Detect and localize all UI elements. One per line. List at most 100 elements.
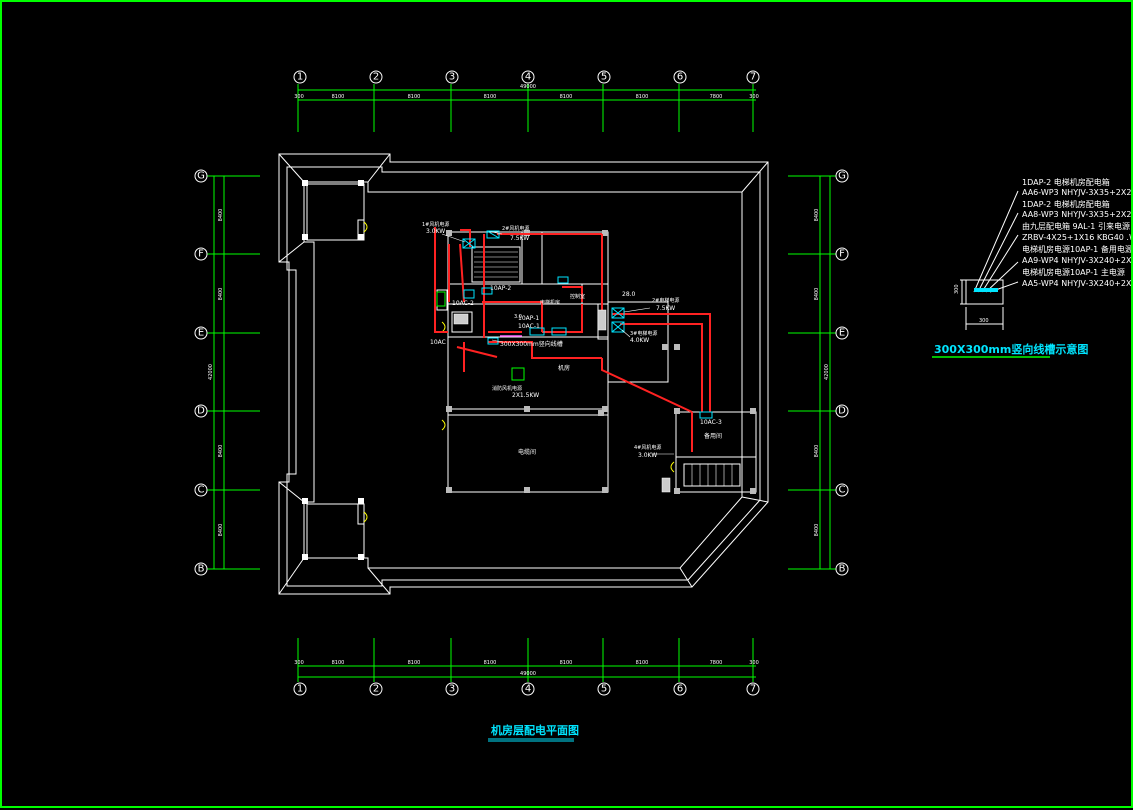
legend-line-2: 1DAP-2 电梯机房配电箱 [1022, 199, 1110, 209]
left-total: 42000 [208, 364, 214, 380]
load-name-2: 2#风机电源 [502, 225, 529, 232]
load-name-3: 2#电梯电源 [652, 297, 679, 304]
axis-row-e: E [198, 328, 204, 339]
top-axis [297, 84, 756, 132]
load-kw-4: 4.0KW [630, 337, 649, 344]
top-span-4: 8100 [560, 94, 573, 100]
load-name-6: 消防风机电源 [492, 385, 522, 392]
right-total: 42000 [824, 364, 830, 380]
leader-lines [441, 231, 674, 455]
legend-schematic [960, 190, 1019, 330]
axis-col-4: 4 [525, 72, 531, 83]
legend-line-9: AA5-WP4 NHYJV-3X240+2X120 [1022, 279, 1131, 288]
legend-title: 300X300mm竖向线槽示意图 [934, 342, 1088, 356]
bottom-total-dim: 49000 [520, 671, 536, 677]
left-axis-bubbles [194, 169, 208, 576]
axis-col-1-bottom: 1 [297, 684, 303, 695]
axis-row-d: D [197, 406, 205, 417]
ref-label-1: 28.0 [622, 291, 636, 298]
axis-row-b-right: B [839, 564, 846, 575]
equipment-green [436, 291, 525, 381]
room-label-control: 控制室 [570, 293, 585, 300]
ref-label-2: 3.0 [514, 314, 522, 320]
axis-row-f-right: F [839, 249, 845, 260]
legend-line-8: 电梯机房电源10AP-1 主电源 [1022, 267, 1125, 277]
power-wiring [434, 227, 711, 452]
axis-row-b: B [198, 564, 205, 575]
stair-treads [474, 251, 733, 486]
top-span-2: 8100 [408, 94, 421, 100]
top-span-3: 8100 [484, 94, 497, 100]
legend-line-6: 电梯机房电源10AP-1 备用电源 [1022, 244, 1131, 254]
bottom-span-2: 8100 [408, 660, 421, 666]
axis-col-3: 3 [449, 72, 455, 83]
legend-line-4: 由九层配电箱 9AL-1 引来电源 [1022, 221, 1130, 231]
panel-blocks [453, 309, 671, 493]
legend-tray-bar [974, 288, 998, 292]
legend-line-1: AA6-WP3 NHYJV-3X35+2X25 [1022, 188, 1131, 197]
room-label-cable: 电缆间 [518, 448, 536, 456]
top-axis-bubbles [293, 70, 760, 84]
load-kw-3: 7.5KW [656, 305, 675, 312]
panel-label-10ac-1: 10AC-1 [518, 323, 540, 330]
bottom-span-7: 300 [749, 660, 759, 666]
right-axis [788, 175, 838, 570]
bottom-span-6: 7800 [710, 660, 723, 666]
load-kw-2: 7.5KW [510, 235, 529, 242]
legend-line-0: 1DAP-2 电梯机房配电箱 [1022, 177, 1110, 187]
panel-label-10ac-2: 10AC-2 [452, 300, 474, 307]
right-span-3: 8400 [814, 445, 820, 458]
room-label-spare: 备用间 [704, 432, 722, 440]
axis-col-2-bottom: 2 [373, 684, 379, 695]
left-span-4: 8400 [218, 524, 224, 537]
axis-col-4-bottom: 4 [525, 684, 531, 695]
axis-col-5: 5 [601, 72, 607, 83]
axis-col-6-bottom: 6 [677, 684, 683, 695]
axis-col-7-bottom: 7 [750, 684, 756, 695]
right-span-4: 8400 [814, 524, 820, 537]
axis-row-d-right: D [838, 406, 846, 417]
left-span-2: 8400 [218, 288, 224, 301]
panel-label-10ap-2: 10AP-2 [490, 285, 511, 292]
legend-line-7: AA9-WP4 NHYJV-3X240+2X120 [1022, 256, 1131, 265]
top-span-5: 8100 [636, 94, 649, 100]
bottom-span-0: 300 [294, 660, 304, 666]
bottom-span-4: 8100 [560, 660, 573, 666]
bottom-span-1: 8100 [332, 660, 345, 666]
top-total-dim: 49000 [520, 84, 536, 90]
cable-tray-label: 300X300mm竖向线槽 [500, 340, 563, 348]
load-name-4: 3#电梯电源 [630, 330, 657, 337]
axis-col-1: 1 [297, 72, 303, 83]
bottom-span-5: 8100 [636, 660, 649, 666]
legend-line-5: ZRBV-4X25+1X16 KBG40 .WS [1022, 233, 1131, 242]
top-span-6: 7800 [710, 94, 723, 100]
axis-row-c-right: C [839, 485, 846, 496]
load-kw-6: 2X1.5KW [512, 392, 539, 399]
axis-col-2: 2 [373, 72, 379, 83]
right-axis-bubbles [835, 169, 849, 576]
load-kw-5: 3.0KW [638, 452, 657, 459]
axis-col-6: 6 [677, 72, 683, 83]
axis-col-3-bottom: 3 [449, 684, 455, 695]
wall-markers [302, 180, 364, 560]
room-label-machine: 机房 [558, 364, 570, 372]
axis-row-g: G [197, 171, 205, 182]
axis-row-e-right: E [839, 328, 845, 339]
panel-label-10ac: 10AC [430, 339, 446, 346]
axis-row-c: C [198, 485, 205, 496]
panel-label-10ap-1: 10AP-1 [518, 315, 539, 322]
axis-col-5-bottom: 5 [601, 684, 607, 695]
axis-row-f: F [198, 249, 204, 260]
right-span-2: 8400 [814, 288, 820, 301]
left-span-3: 8400 [218, 445, 224, 458]
drawing-title: 机房层配电平面图 [491, 723, 579, 737]
top-span-1: 8100 [332, 94, 345, 100]
building-outline [278, 153, 769, 595]
bottom-axis [297, 638, 756, 682]
legend-size-w: 300 [979, 318, 989, 324]
load-name-5: 4#风机电源 [634, 444, 661, 451]
top-span-0: 300 [294, 94, 304, 100]
left-span-1: 8400 [218, 209, 224, 222]
